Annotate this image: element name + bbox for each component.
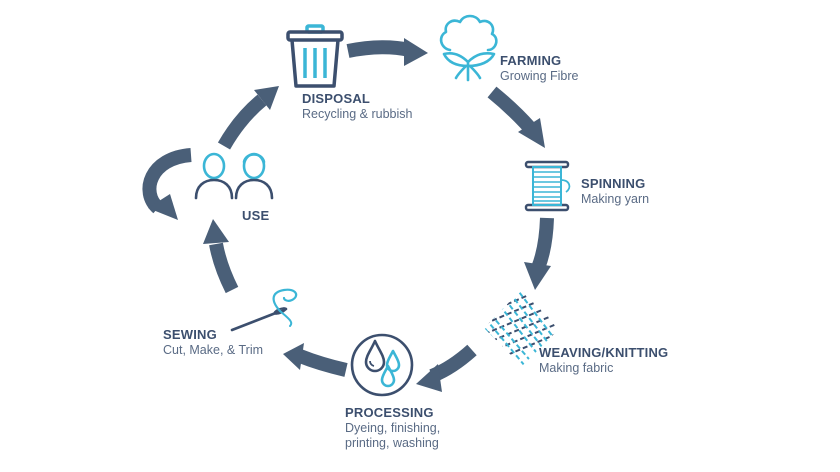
stage-title: FARMING [500,53,562,68]
stage-description: Growing Fibre [500,68,579,83]
stage-farming: FARMING Growing Fibre [500,53,579,84]
stage-weaving-knitting: WEAVING/KNITTING Making fabric [539,345,668,376]
stage-title: SEWING [163,327,217,342]
arrow-spinning-to-weaving [524,217,554,290]
stage-disposal: DISPOSAL Recycling & rubbish [302,91,412,122]
needle-thread-icon [230,288,298,332]
trash-bin-icon [286,24,344,88]
stage-use: USE [242,208,269,224]
stage-description: Making yarn [581,191,650,206]
stage-title: USE [242,208,270,223]
arrow-weaving-to-processing [416,344,477,392]
arrow-disposal-to-farming [346,38,428,66]
arrow-farming-to-spinning [487,86,545,148]
stage-description: Making fabric [539,360,614,375]
stage-processing: PROCESSING Dyeing, finishing, printing, … [345,405,440,451]
arrow-processing-to-sewing [283,343,348,377]
arrow-use-reuse-loop [142,148,192,220]
arrow-sewing-to-use [203,219,239,294]
stage-title: PROCESSING [345,405,434,420]
arrow-use-to-disposal [217,86,279,150]
cotton-icon [439,14,498,82]
spool-icon [524,160,571,212]
stage-sewing: SEWING Cut, Make, & Trim [163,327,263,358]
stage-spinning: SPINNING Making yarn [581,176,649,207]
water-drops-icon [350,333,414,397]
stage-title: SPINNING [581,176,646,191]
stage-description-line-2: printing, washing [345,435,439,450]
stage-description: Dyeing, finishing, [345,420,441,435]
stage-description: Cut, Make, & Trim [163,342,264,357]
stage-description: Recycling & rubbish [302,106,413,121]
stage-title: DISPOSAL [302,91,371,106]
people-icon [194,152,274,200]
stage-title: WEAVING/KNITTING [539,345,669,360]
